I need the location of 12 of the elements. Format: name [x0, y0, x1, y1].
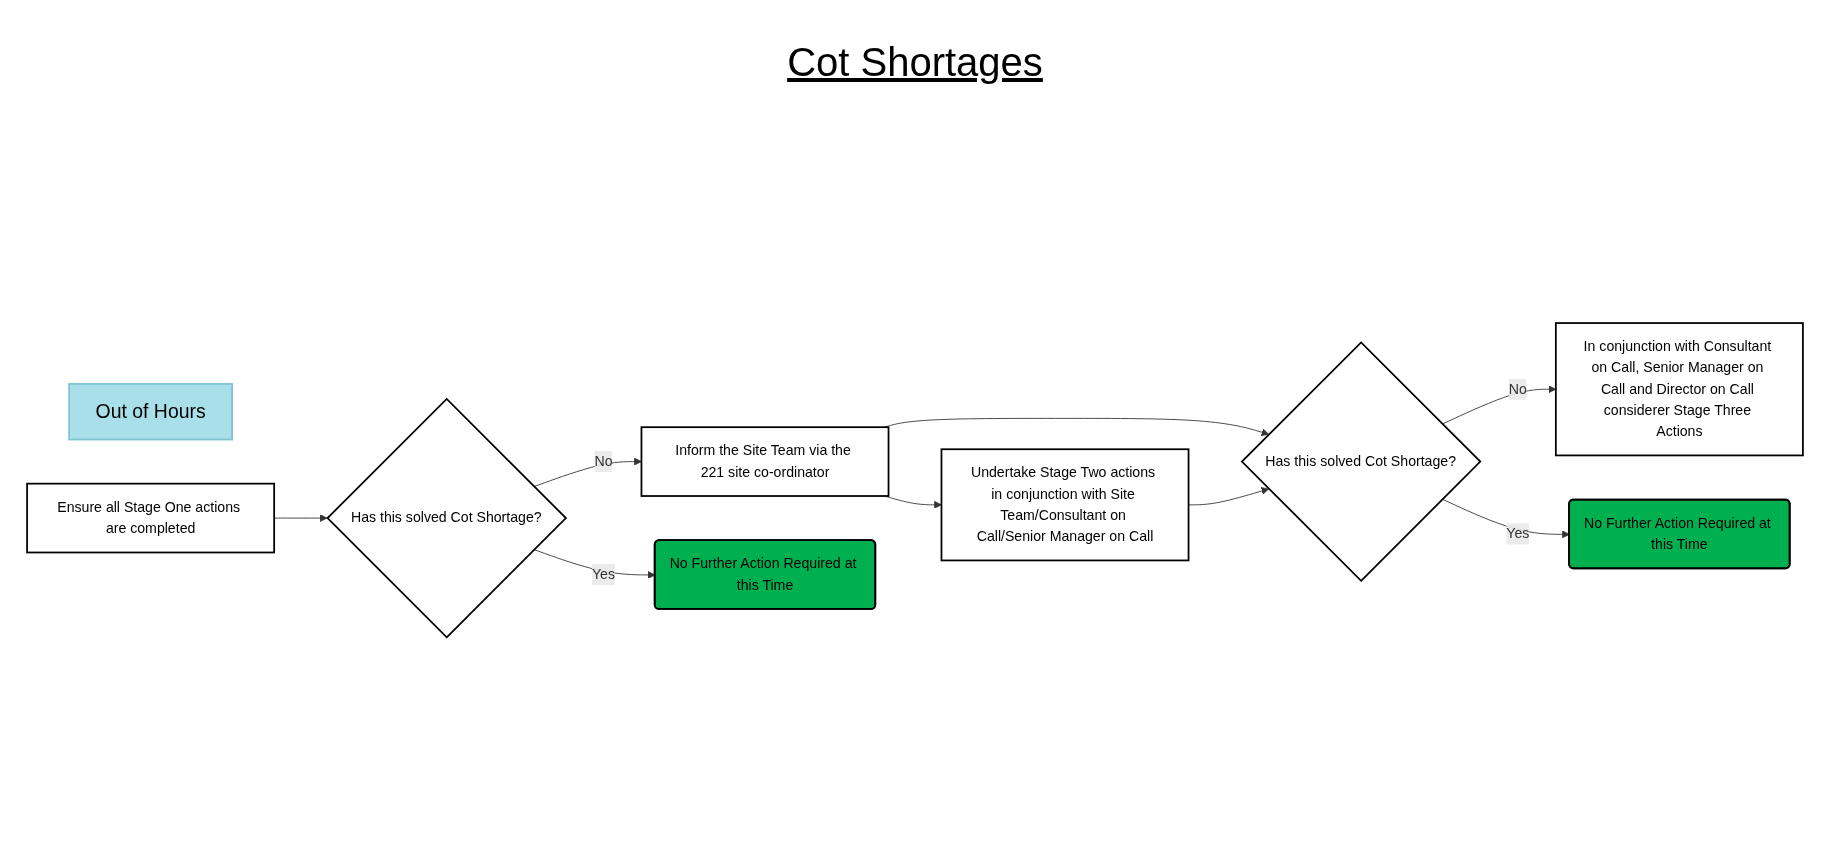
node-box: Undertake Stage Two actions in conjunction with Site Team/Consultant on Call/Senior Manager on Call — [940, 448, 1190, 562]
node-box: Out of Hours — [68, 382, 233, 441]
edge-label: No — [1508, 381, 1527, 397]
node-diamond: Has this solved Cot Shortage? — [1240, 341, 1482, 582]
diagram-title: Cot Shortages — [786, 40, 1044, 85]
edge-label: Yes — [591, 566, 615, 582]
node-box: Inform the Site Team via the 221 site co-ordinator — [640, 426, 890, 497]
node-diamond: Has this solved Cot Shortage? — [326, 397, 568, 639]
node-box: Ensure all Stage One actions are completed — [26, 482, 276, 554]
node-box: In conjunction with Consultant on Call, Senior Manager on Call and Director on Call considerer Stage Three Actions — [1554, 322, 1804, 457]
edge-label: Yes — [1506, 525, 1530, 541]
edge-label: No — [594, 453, 613, 469]
